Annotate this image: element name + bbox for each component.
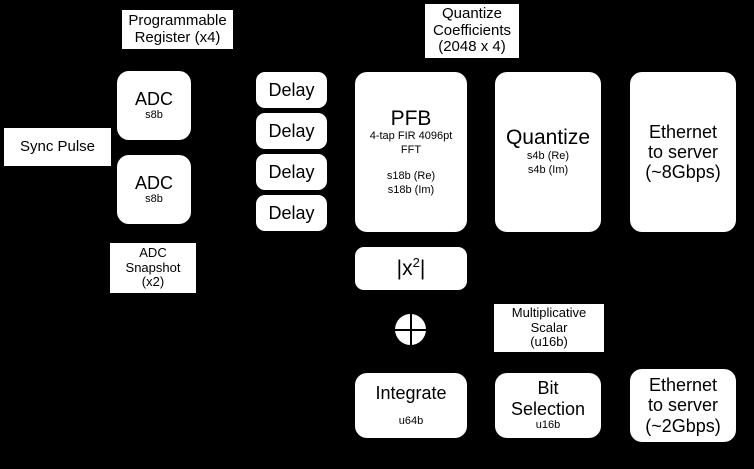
summing-junction-vertical-bar bbox=[409, 314, 412, 345]
adc-2-subtitle: s8b bbox=[145, 192, 163, 205]
node-delay-4: Delay bbox=[256, 195, 327, 231]
adc-snapshot-line1: ADC bbox=[139, 245, 167, 261]
programmable-register-line1: Programmable bbox=[128, 11, 227, 29]
multiplicative-scalar-line1: Multiplicative bbox=[511, 305, 587, 321]
pfb-title: PFB bbox=[390, 106, 432, 130]
ethernet-8gbps-line3: (~8Gbps) bbox=[645, 162, 721, 183]
bit-selection-line2: Selection bbox=[510, 398, 586, 419]
node-adc-snapshot: ADC Snapshot (x2) bbox=[110, 243, 196, 293]
quantize-title: Quantize bbox=[505, 126, 591, 150]
node-pfb: PFB 4-tap FIR 4096pt FFT s18b (Re) s18b … bbox=[355, 72, 467, 232]
node-delay-3: Delay bbox=[256, 154, 327, 190]
multiplicative-scalar-line3: (u16b) bbox=[530, 334, 568, 350]
multiplicative-scalar-line2: Scalar bbox=[530, 319, 568, 335]
adc-2-title: ADC bbox=[134, 172, 173, 193]
node-quantize-coefficients: Quantize Coefficients (2048 x 4) bbox=[425, 4, 519, 58]
magnitude-squared-label: |x2| bbox=[396, 254, 426, 281]
bit-selection-subtitle: u16b bbox=[535, 418, 561, 431]
delay-3-label: Delay bbox=[268, 161, 315, 182]
node-adc-1: ADC s8b bbox=[117, 71, 191, 140]
node-adc-2: ADC s8b bbox=[117, 155, 191, 224]
bit-selection-line1: Bit bbox=[537, 378, 559, 399]
node-ethernet-8gbps: Ethernet to server (~8Gbps) bbox=[630, 72, 736, 232]
pfb-subtitle-2: FFT bbox=[400, 144, 422, 156]
ethernet-8gbps-line1: Ethernet bbox=[648, 121, 718, 142]
node-delay-2: Delay bbox=[256, 113, 327, 149]
integrate-title: Integrate bbox=[375, 382, 447, 403]
adc-1-title: ADC bbox=[134, 88, 173, 109]
adc-snapshot-line2: Snapshot bbox=[125, 259, 181, 275]
node-sync-pulse: Sync Pulse bbox=[4, 128, 111, 166]
integrate-subtitle: u64b bbox=[398, 414, 424, 427]
node-integrate: Integrate u64b bbox=[355, 373, 467, 438]
ethernet-2gbps-line1: Ethernet bbox=[648, 375, 718, 396]
pfb-subtitle-3: s18b (Re) bbox=[386, 169, 436, 182]
magnitude-squared-exponent: 2 bbox=[412, 254, 420, 270]
node-multiplicative-scalar: Multiplicative Scalar (u16b) bbox=[494, 304, 604, 352]
adc-1-subtitle: s8b bbox=[145, 108, 163, 121]
ethernet-8gbps-line2: to server bbox=[647, 141, 719, 162]
delay-2-label: Delay bbox=[268, 120, 315, 141]
sync-pulse-label: Sync Pulse bbox=[19, 137, 96, 155]
adc-snapshot-line3: (x2) bbox=[141, 274, 165, 290]
delay-4-label: Delay bbox=[268, 202, 315, 223]
pfb-subtitle-4: s18b (Im) bbox=[387, 183, 435, 196]
node-magnitude-squared: |x2| bbox=[355, 247, 467, 290]
quantize-subtitle-2: s4b (Im) bbox=[527, 163, 569, 176]
ethernet-2gbps-line3: (~2Gbps) bbox=[645, 415, 721, 436]
programmable-register-line2: Register (x4) bbox=[134, 28, 221, 46]
quantize-coefficients-line2: Coefficients bbox=[432, 21, 512, 39]
ethernet-2gbps-line2: to server bbox=[647, 395, 719, 416]
pfb-subtitle-1: 4-tap FIR 4096pt bbox=[369, 130, 453, 143]
magnitude-squared-open: |x bbox=[396, 256, 413, 280]
node-quantize: Quantize s4b (Re) s4b (Im) bbox=[495, 72, 601, 232]
node-ethernet-2gbps: Ethernet to server (~2Gbps) bbox=[630, 369, 736, 442]
quantize-coefficients-line3: (2048 x 4) bbox=[438, 38, 506, 56]
node-programmable-register: Programmable Register (x4) bbox=[122, 10, 233, 49]
delay-1-label: Delay bbox=[268, 79, 315, 100]
quantize-coefficients-line1: Quantize bbox=[441, 4, 503, 22]
node-delay-1: Delay bbox=[256, 72, 327, 108]
magnitude-squared-close: | bbox=[419, 256, 426, 280]
node-bit-selection: Bit Selection u16b bbox=[495, 373, 601, 438]
quantize-subtitle-1: s4b (Re) bbox=[526, 150, 570, 162]
summing-junction-icon bbox=[395, 314, 426, 345]
